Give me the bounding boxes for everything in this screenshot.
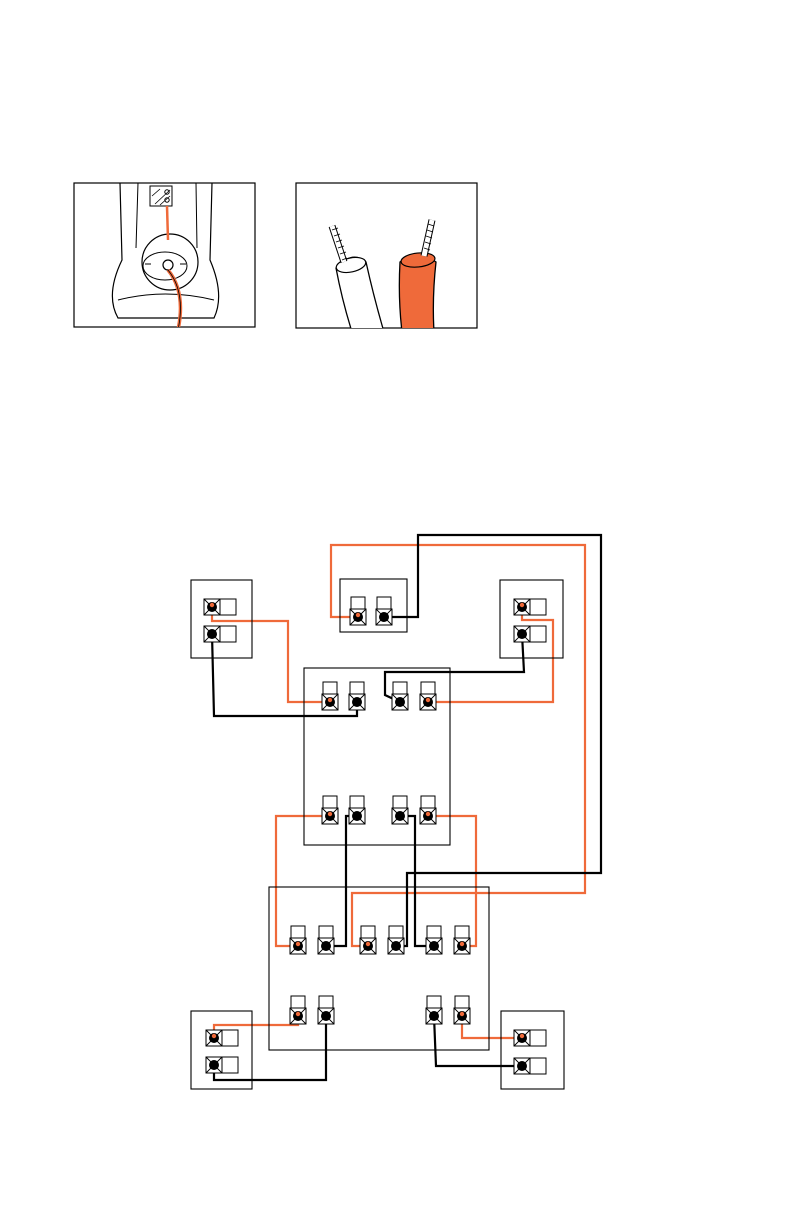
orange-wire-icon — [399, 220, 436, 332]
rear-right-speaker-box — [501, 1011, 564, 1089]
speaker-terminal-icon — [112, 183, 218, 330]
center-terminals — [350, 597, 392, 625]
receiver-terminals — [290, 926, 470, 1024]
receiver-box — [269, 887, 489, 1050]
wire-rear-right-negative — [434, 1016, 522, 1066]
wire-center-positive — [331, 545, 585, 946]
rear-left-terminals — [206, 1030, 238, 1073]
terminal-closeup-panel — [74, 183, 255, 330]
wire-rear-right-positive — [462, 1016, 522, 1038]
wire-pair-panel — [296, 183, 477, 332]
orange-wires — [212, 545, 585, 1038]
junction-box-terminals — [322, 682, 436, 824]
front-left-speaker-box — [191, 580, 252, 658]
unit-outlines — [191, 579, 564, 1089]
wire-front-left-positive — [212, 607, 330, 702]
rear-left-speaker-box — [191, 1011, 252, 1089]
wire-front-right-positive — [428, 607, 553, 702]
rear-right-terminals — [514, 1030, 546, 1074]
white-wire-icon — [332, 226, 384, 332]
